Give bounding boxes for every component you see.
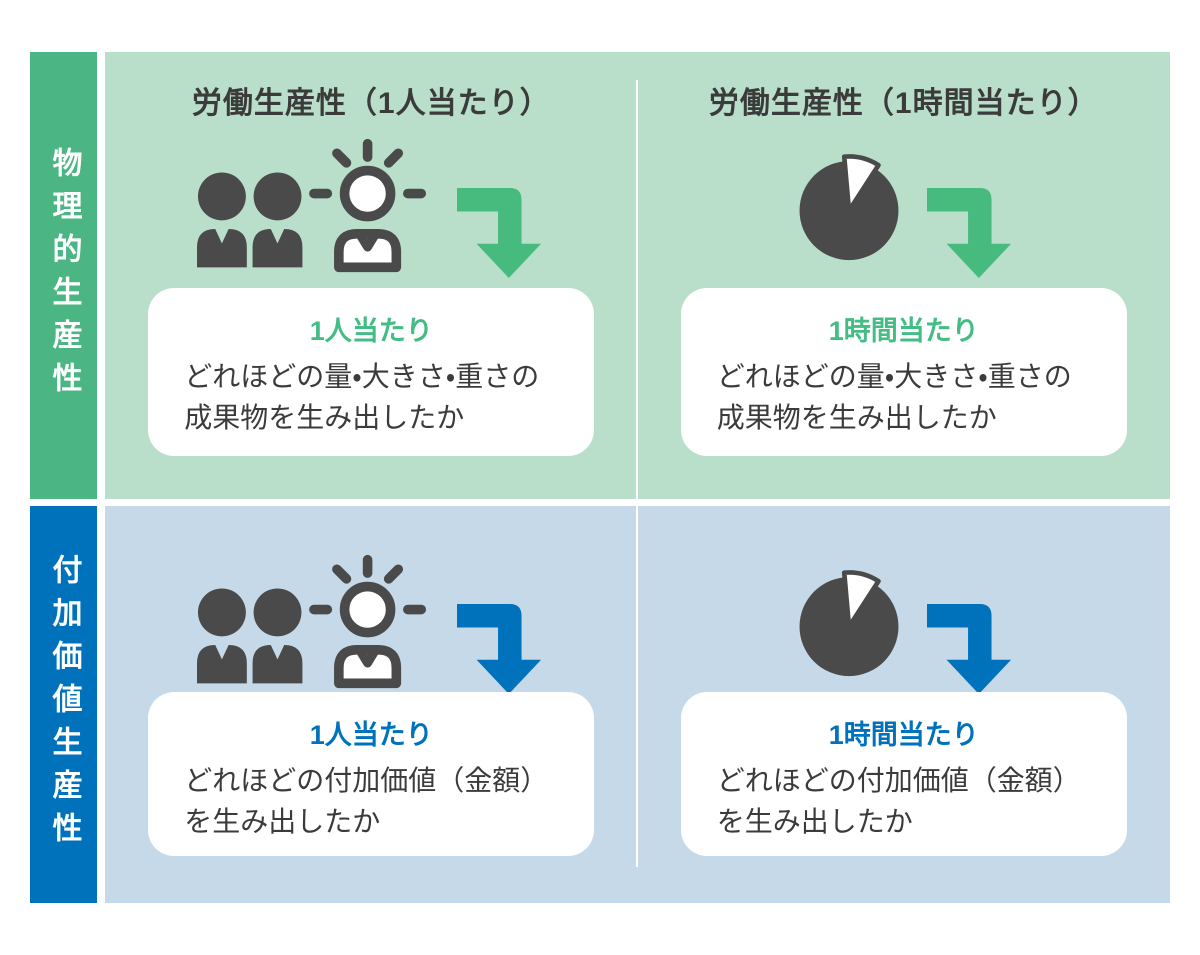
workers-idea-icon bbox=[197, 554, 427, 689]
column-header-per-hour: 労働生産性（1時間当たり） bbox=[708, 87, 1099, 120]
clock-pie-icon bbox=[799, 154, 899, 261]
card-body: どれほどの量・大きさ・重さの 成果物を生み出したか bbox=[716, 361, 1072, 433]
down-arrow-icon bbox=[926, 604, 1011, 694]
row-value-added-productivity: 付加価値生産性 bbox=[30, 506, 1170, 903]
card-body: どれほどの量・大きさ・重さの 成果物を生み出したか bbox=[184, 361, 540, 433]
column-per-hour-physical: 労働生産性（1時間当たり） 1時間当たり どれほどの量・大きさ・重さの 成果物を… bbox=[638, 52, 1171, 499]
icon-cluster bbox=[793, 552, 1015, 694]
card-per-hour-value: 1時間当たり どれほどの付加価値（金額） を生み出したか bbox=[680, 692, 1127, 856]
card-per-hour-physical: 1時間当たり どれほどの量・大きさ・重さの 成果物を生み出したか bbox=[680, 288, 1127, 456]
icon-cluster bbox=[197, 136, 545, 278]
down-arrow-icon bbox=[926, 188, 1011, 278]
row-label-physical: 物理的生産性 bbox=[30, 52, 97, 499]
row-physical-productivity: 物理的生産性 労働生産性（1人当たり） bbox=[30, 52, 1170, 499]
card-body: どれほどの付加価値（金額） を生み出したか bbox=[716, 765, 1081, 837]
card-heading: 1時間当たり bbox=[828, 720, 979, 750]
card-heading: 1人当たり bbox=[309, 720, 433, 750]
row-label-value-added-text: 付加価値生産性 bbox=[47, 554, 81, 855]
column-divider bbox=[636, 80, 638, 499]
row-label-physical-text: 物理的生産性 bbox=[47, 146, 81, 405]
clock-pie-icon bbox=[799, 570, 899, 677]
panel-physical: 労働生産性（1人当たり） bbox=[105, 52, 1170, 499]
icon-cluster bbox=[197, 552, 545, 694]
icon-cluster bbox=[793, 136, 1015, 278]
column-per-person-physical: 労働生産性（1人当たり） bbox=[105, 52, 638, 499]
workers-idea-icon bbox=[197, 138, 427, 273]
down-arrow-icon bbox=[457, 604, 542, 694]
column-per-person-value: 1人当たり どれほどの付加価値（金額） を生み出したか bbox=[105, 506, 638, 903]
column-header-per-person: 労働生産性（1人当たり） bbox=[191, 87, 551, 120]
card-per-person-physical: 1人当たり どれほどの量・大きさ・重さの 成果物を生み出したか bbox=[148, 288, 595, 456]
card-body: どれほどの付加価値（金額） を生み出したか bbox=[184, 765, 549, 837]
card-heading: 1時間当たり bbox=[828, 316, 979, 346]
down-arrow-icon bbox=[457, 188, 542, 278]
card-per-person-value: 1人当たり どれほどの付加価値（金額） を生み出したか bbox=[148, 692, 595, 856]
column-per-hour-value: 1時間当たり どれほどの付加価値（金額） を生み出したか bbox=[638, 506, 1171, 903]
card-heading: 1人当たり bbox=[309, 316, 433, 346]
row-label-value-added: 付加価値生産性 bbox=[30, 506, 97, 903]
panel-value-added: 1人当たり どれほどの付加価値（金額） を生み出したか bbox=[105, 506, 1170, 903]
column-divider bbox=[636, 506, 638, 867]
